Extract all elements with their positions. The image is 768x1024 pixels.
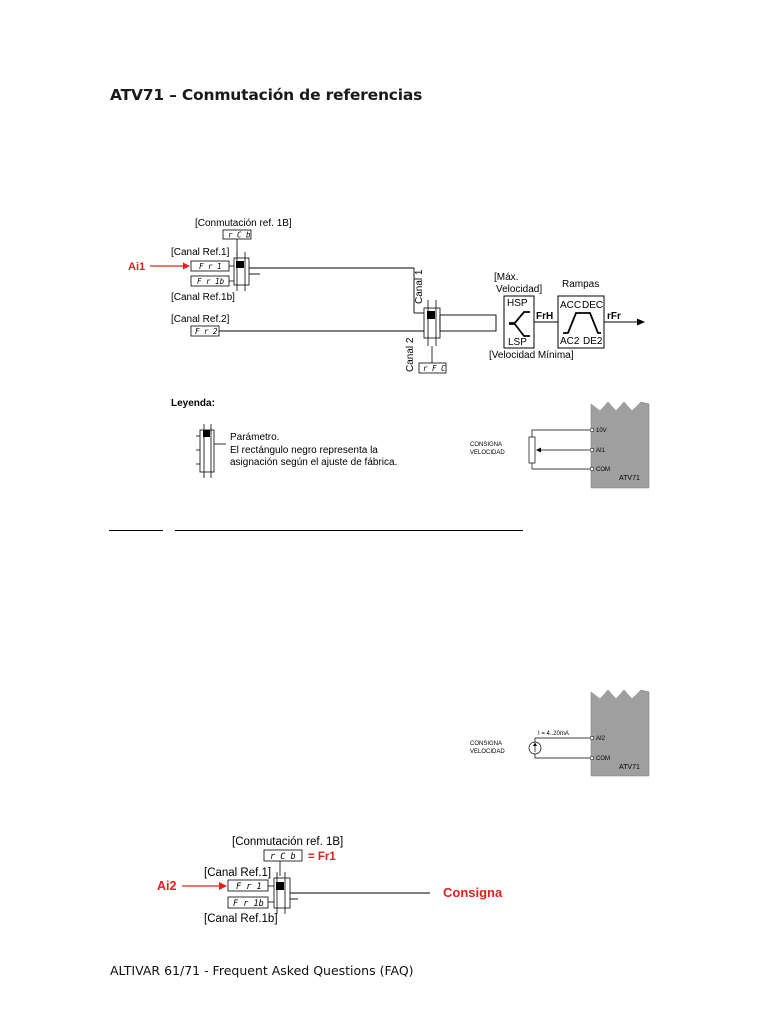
min-speed-label: [Velocidad Mínima]: [489, 350, 574, 361]
canal-ref2-label: [Canal Ref.2]: [171, 314, 230, 325]
canal-ref1-label: [Canal Ref.1]: [171, 247, 230, 258]
consigna-label: Consigna: [443, 885, 503, 900]
page-title: ATV71 – Conmutación de referencias: [110, 86, 423, 104]
term-ai2: AI2: [596, 736, 606, 742]
canal-ref1b-label: [Canal Ref.1b]: [171, 292, 235, 303]
switch-d2-default: [276, 882, 284, 890]
consigna2-line1: CONSIGNA: [470, 741, 502, 747]
term-ai1: AI1: [596, 448, 606, 454]
max-speed-label-2: Velocidad]: [496, 284, 542, 295]
legend-line-3: asignación según el ajuste de fábrica.: [230, 457, 397, 468]
term-10v: 10V: [596, 428, 607, 434]
ai2-label: Ai2: [157, 879, 177, 893]
output-bus: [439, 314, 497, 332]
term-com1: COM: [596, 467, 610, 473]
rcb-box-2: [263, 849, 303, 862]
dec-label: DEC: [582, 300, 603, 311]
potentiometer: [528, 436, 536, 464]
rfc-box: [418, 362, 447, 374]
frh-label: FrH: [536, 311, 553, 322]
atv71-drive-2: [590, 689, 650, 777]
canal1-label: Canal 1: [414, 269, 425, 304]
rampas-label: Rampas: [562, 279, 599, 290]
consigna2-line2: VELOCIDAD: [470, 749, 505, 755]
lsp-label: LSP: [508, 337, 527, 348]
term-com2: COM: [596, 756, 610, 762]
acc-label: ACC: [560, 300, 581, 311]
fr1b-box-2: [227, 896, 269, 909]
fr1b-code: F r 1b: [197, 277, 225, 286]
eq-fr1: = Fr1: [308, 851, 336, 863]
legend-line-2: El rectángulo negro representa la: [230, 445, 378, 456]
fr2-code: F r 2: [195, 327, 218, 336]
switch-label: [Conmutación ref. 1B]: [195, 218, 292, 229]
canal-ref1b-label-2: [Canal Ref.1b]: [204, 913, 278, 925]
rcb-code-2: r C b: [270, 852, 296, 862]
current-label: I = 4..20mA: [538, 731, 569, 737]
rcb-code: r C b: [228, 231, 251, 240]
legend-title: Leyenda:: [171, 398, 215, 409]
atv71-drive-1: [590, 401, 650, 489]
separator-short: [109, 530, 163, 531]
fr1-code: F r 1: [199, 262, 222, 271]
ai2-arrowhead: [219, 882, 227, 890]
rfr-label: rFr: [607, 311, 621, 322]
de2-label: DE2: [583, 336, 603, 347]
hsp-label: HSP: [507, 298, 528, 309]
drive2-label: ATV71: [619, 764, 640, 771]
separator-long: [175, 530, 523, 531]
ac2-label: AC2: [560, 336, 580, 347]
switch1-default: [236, 261, 244, 268]
canal2-label: Canal 2: [405, 337, 416, 372]
fr1-code-2: F r 1: [236, 882, 262, 892]
switch2-default: [427, 311, 435, 319]
output-arrowhead: [637, 318, 645, 326]
fr1-box-2: [227, 879, 269, 892]
page-footer: ALTIVAR 61/71 - Frequent Asked Questions…: [110, 963, 414, 978]
max-speed-label-1: [Máx.: [494, 272, 518, 283]
fr1b-code-2: F r 1b: [233, 899, 264, 909]
rfc-code: r F C: [423, 364, 446, 373]
ai1-label: Ai1: [128, 261, 145, 273]
consigna1-line1: CONSIGNA: [470, 442, 502, 448]
consigna1-line2: VELOCIDAD: [470, 450, 505, 456]
legend-line-1: Parámetro.: [230, 432, 279, 443]
ai1-arrowhead: [183, 262, 190, 270]
switch2-label: [Conmutación ref. 1B]: [232, 836, 343, 848]
drive1-label: ATV71: [619, 475, 640, 482]
canal-ref1-label-2: [Canal Ref.1]: [204, 867, 271, 879]
